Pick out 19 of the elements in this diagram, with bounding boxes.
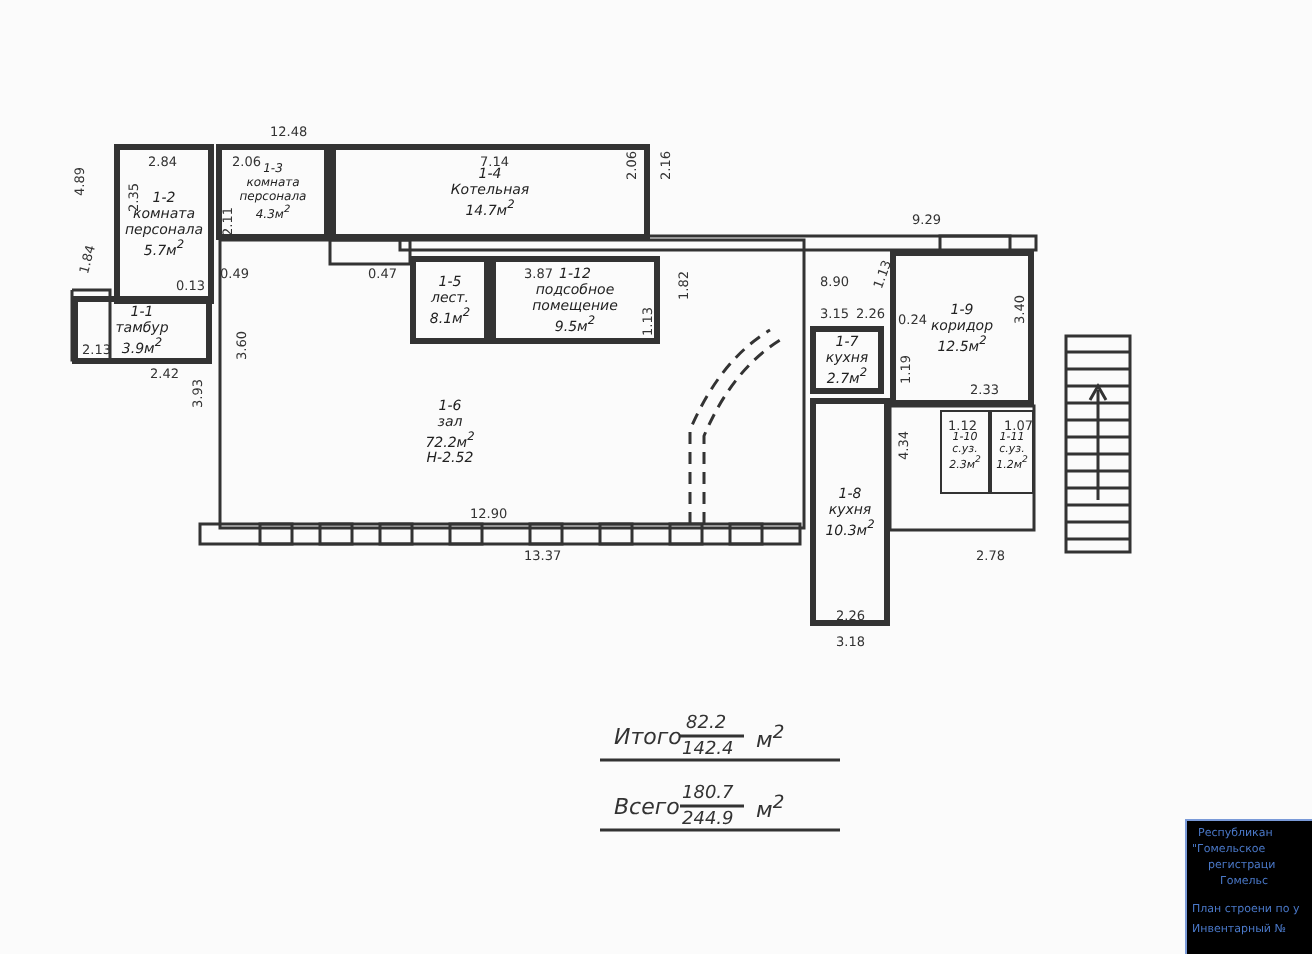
area-value: 82.2 <box>686 714 727 734</box>
unit-label: м$^{2}$ <box>756 792 785 824</box>
room-outline <box>990 410 1034 494</box>
room-outline <box>890 250 1034 406</box>
area-value: 244.9 <box>682 810 734 830</box>
area-value: 142.4 <box>682 740 734 760</box>
room-outline <box>330 144 650 240</box>
room-outline <box>72 296 212 364</box>
room-outline <box>940 410 990 494</box>
room-outline <box>114 144 214 304</box>
area-value: 180.7 <box>682 784 734 804</box>
room-outline <box>810 326 884 394</box>
room-outline <box>410 256 490 344</box>
unit-label: м$^{2}$ <box>756 722 785 754</box>
room-outline <box>810 398 890 626</box>
total-caption: Итого <box>614 724 682 750</box>
room-outline <box>216 144 330 240</box>
total-caption: Всего <box>614 794 680 820</box>
room-outline <box>490 256 660 344</box>
